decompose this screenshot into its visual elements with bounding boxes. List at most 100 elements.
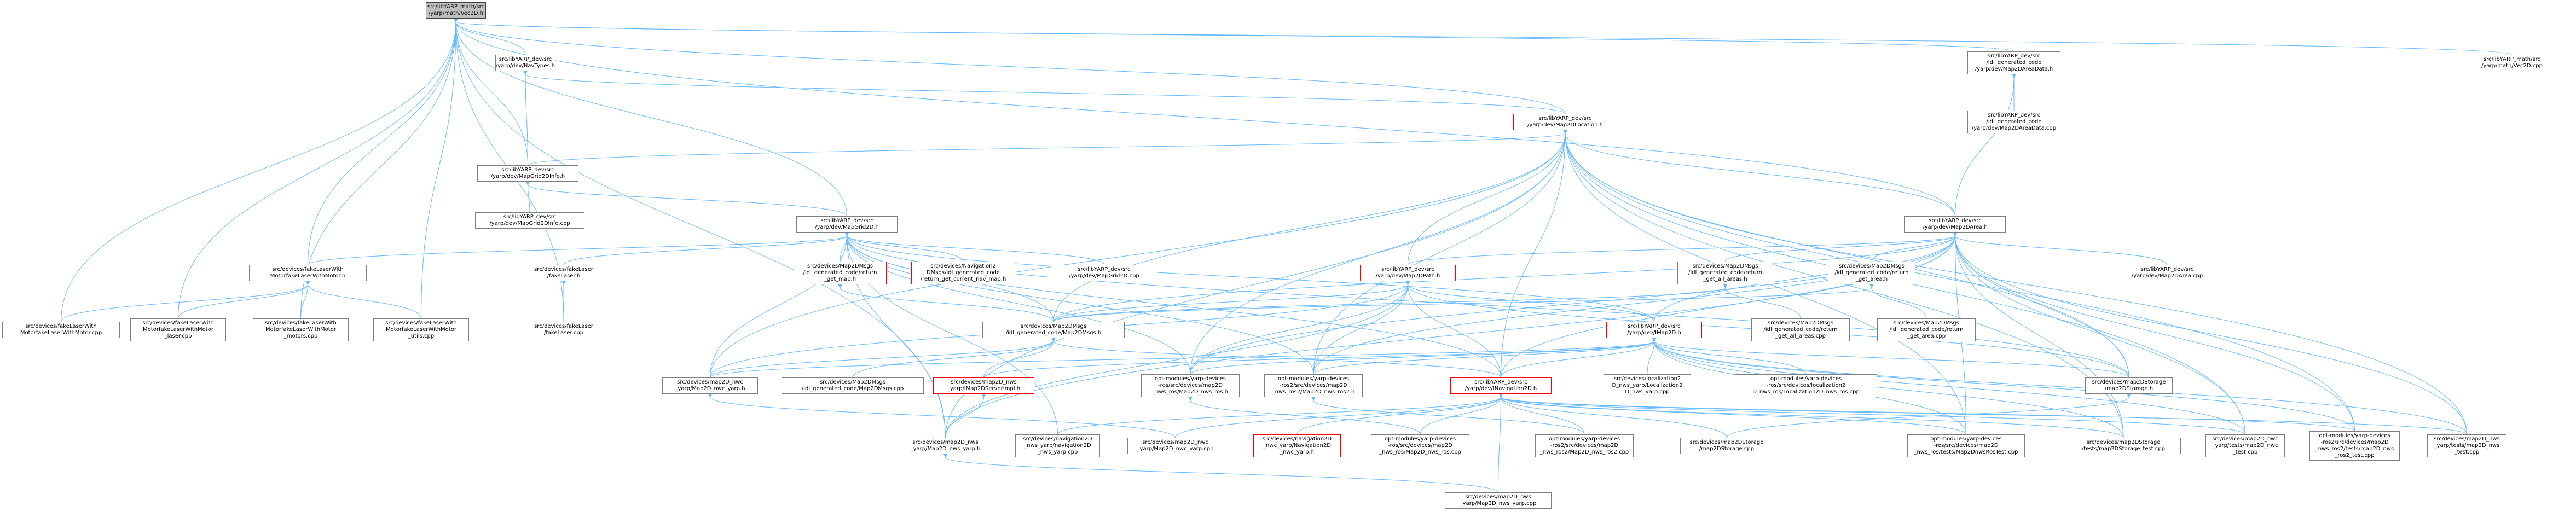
graph-node[interactable]: src/libYARP_dev/src/yarp/dev/Map2DLocati… [1513, 114, 1617, 130]
graph-node[interactable]: src/libYARP_dev/src/yarp/dev/NavTypes.h [495, 55, 555, 71]
dependency-edge [710, 337, 1056, 378]
node-label-line: src/devices/Map2DMsgs [1021, 323, 1086, 329]
node-label-line: src/devices/Map2DMsgs [1768, 320, 1833, 326]
node-label-line: src/devices/Map2DMsgs [1894, 320, 1959, 326]
node-label-line: _nws_ros/Map2D_nws_ros.cpp [1379, 449, 1461, 455]
graph-node[interactable]: src/devices/map2DStorage/map2DStorage.cp… [1680, 438, 1773, 454]
graph-node[interactable]: src/libYARP_dev/src/yarp/dev/INavigation… [1450, 377, 1552, 394]
node-label-line: src/libYARP_dev/src [1474, 379, 1527, 385]
dependency-edge [453, 18, 2513, 55]
node-label-line: -ros/src/devices/map2D [1388, 443, 1452, 449]
graph-node[interactable]: opt-modules/yarp-devices-ros/src/devices… [1141, 374, 1240, 397]
node-label-line: /yarp/dev/Map2DArea.h [1923, 224, 1988, 230]
node-label-line: opt-modules/yarp-devices [1384, 436, 1456, 442]
graph-node[interactable]: src/devices/map2D_nws_yarp/IMap2DServerI… [933, 377, 1034, 394]
graph-node[interactable]: src/libYARP_dev/src/yarp/dev/Map2DPath.h [1360, 265, 1456, 281]
node-label-line: src/devices/Navigation2 [930, 263, 996, 269]
graph-node[interactable]: src/devices/Map2DMsgs/idl_generated_code… [1751, 318, 1850, 341]
dependency-edge [1053, 231, 1958, 322]
node-label-line: /yarp/dev/MapGrid2DInfo.h [490, 173, 565, 179]
dependency-edge [1313, 231, 1958, 375]
dependency-edge [1313, 337, 1657, 375]
node-label-line: src/libYARP_math/src [2483, 56, 2541, 62]
graph-node[interactable]: src/libYARP_dev/src/idl_generated_code/y… [1967, 51, 2060, 74]
dependency-edge [1953, 231, 2129, 378]
node-label-line: _yarp/Map2D_nws_yarp.h [910, 446, 981, 452]
graph-node[interactable]: opt-modules/yarp-devices-ros2/src/device… [1264, 374, 1363, 397]
graph-node[interactable]: src/libYARP_dev/src/yarp/dev/Map2DArea.c… [2118, 265, 2216, 281]
dependency-edge [523, 70, 528, 166]
graph-node[interactable]: src/libYARP_dev/src/yarp/dev/MapGrid2D.h [796, 216, 898, 233]
graph-node[interactable]: src/libYARP_dev/src/yarp/dev/MapGrid2DIn… [475, 212, 584, 229]
graph-node[interactable]: src/devices/map2D_nwc_yarp/tests/map2D_n… [2205, 434, 2285, 457]
graph-node[interactable]: src/devices/fakeLaser/fakeLaser.cpp [520, 322, 607, 338]
dependency-edge [1562, 129, 2467, 435]
node-label-line: /yarp/dev/MapGrid2DInfo.cpp [489, 220, 570, 226]
graph-node[interactable]: src/devices/Map2DMsgs/idl_generated_code… [1877, 318, 1976, 341]
node-label-line: src/devices/map2DStorage [2092, 379, 2166, 385]
node-label-line: /fakeLaser.h [547, 273, 581, 279]
dependency-edge [453, 18, 528, 166]
graph-node[interactable]: src/devices/Map2DMsgs/idl_generated_code… [1828, 262, 1915, 284]
graph-node[interactable]: src/libYARP_dev/src/yarp/dev/MapGrid2DIn… [477, 165, 578, 182]
node-label-line: src/devices/fakeLaser [534, 323, 593, 329]
graph-node[interactable]: opt-modules/yarp-devices-ros2/src/device… [2309, 431, 2400, 461]
graph-node[interactable]: src/devices/navigation2D_nws_yarp/naviga… [1015, 434, 1100, 457]
graph-node[interactable]: src/devices/Map2DMsgs/idl_generated_code… [782, 377, 924, 394]
graph-node[interactable]: opt-modules/yarp-devices-ros/src/devices… [1371, 434, 1469, 457]
graph-node[interactable]: src/devices/navigation2D_nwc_yarp/Naviga… [1253, 434, 1341, 457]
graph-node[interactable]: src/libYARP_math/src/yarp/math/Vec2D.h [426, 2, 486, 19]
graph-node[interactable]: src/devices/map2D_nws_yarp/tests/map2D_n… [2427, 434, 2506, 457]
graph-node[interactable]: src/devices/Map2DMsgs/idl_generated_code… [1677, 262, 1773, 284]
graph-node[interactable]: src/libYARP_math/src/yarp/math/Vec2D.cpp [2481, 55, 2543, 71]
node-label-line: /idl_generated_code/return [1688, 270, 1762, 276]
graph-node[interactable]: opt-modules/yarp-devices-ros/src/devices… [1735, 374, 1877, 397]
graph-node[interactable]: src/devices/map2D_nws_yarp/Map2D_nws_yar… [898, 438, 993, 454]
graph-node[interactable]: opt-modules/yarp-devices-ros2/src/device… [1535, 434, 1634, 457]
dependency-edge [1188, 396, 1421, 435]
graph-node[interactable]: src/libYARP_dev/src/idl_generated_code/y… [1967, 111, 2060, 133]
graph-node[interactable]: src/devices/map2D_nwc_yarp/Map2D_nwc_yar… [662, 377, 758, 394]
graph-node[interactable]: opt-modules/yarp-devices-ros/src/devices… [1907, 434, 2025, 457]
graph-node[interactable]: src/devices/map2DStorage/tests/map2DStor… [2066, 438, 2181, 454]
node-label-line: _get_area.cpp [1907, 333, 1946, 339]
node-label-line: src/devices/map2D_nws [951, 379, 1017, 385]
dependency-edge [844, 231, 1104, 265]
node-label-line: src/libYARP_dev/src [1381, 266, 1434, 272]
node-label-line: /map2DStorage.h [2104, 386, 2154, 392]
dependency-edge [1053, 280, 1410, 322]
dependency-edge [528, 129, 1568, 166]
graph-node[interactable]: src/libYARP_dev/src/yarp/dev/Map2DArea.h [1904, 216, 2006, 233]
node-label-line: _nws_ros/Map2D_nws_ros.h [1153, 389, 1228, 395]
graph-node[interactable]: src/libYARP_dev/src/yarp/dev/IMap2D.h [1606, 322, 1702, 338]
node-label-line: opt-modules/yarp-devices [1930, 436, 2002, 442]
node-label-line: -ros2/src/devices/map2D [1279, 382, 1348, 388]
dependency-edge [983, 337, 1056, 378]
graph-node[interactable]: src/devices/Map2DMsgs/idl_generated_code… [982, 322, 1125, 338]
node-label-line: src/devices/fakeLaserWith [385, 320, 457, 326]
graph-node[interactable]: src/devices/fakeLaser/fakeLaser.h [520, 265, 607, 281]
node-label-line: _get_all_areas.h [1703, 276, 1747, 282]
dependency-edge [523, 70, 1566, 114]
dependency-edge [1051, 337, 1501, 378]
graph-node[interactable]: src/devices/Map2DMsgs/idl_generated_code… [794, 262, 887, 284]
node-label-line: _ros2_test.cpp [2335, 452, 2375, 458]
graph-node[interactable]: src/libYARP_dev/src/yarp/dev/MapGrid2D.c… [1051, 265, 1157, 281]
node-label-line: opt-modules/yarp-devices [1770, 376, 1842, 382]
node-label-line: opt-modules/yarp-devices [1548, 436, 1620, 442]
dependency-edge [453, 18, 847, 217]
node-label-line: /yarp/dev/Map2DAreaData.cpp [1971, 125, 2057, 131]
dependency-edge [1053, 283, 1874, 322]
node-label-line: src/devices/fakeLaser [534, 266, 593, 272]
node-label-line: src/libYARP_dev/src [1987, 112, 2041, 118]
graph-node[interactable]: src/devices/map2D_nwc_yarp/Map2D_nwc_yar… [1127, 438, 1223, 454]
graph-node[interactable]: src/devices/map2DStorage/map2DStorage.h [2085, 377, 2173, 394]
graph-node[interactable]: src/devices/map2D_nws_yarp/Map2D_nws_yar… [1445, 492, 1552, 509]
